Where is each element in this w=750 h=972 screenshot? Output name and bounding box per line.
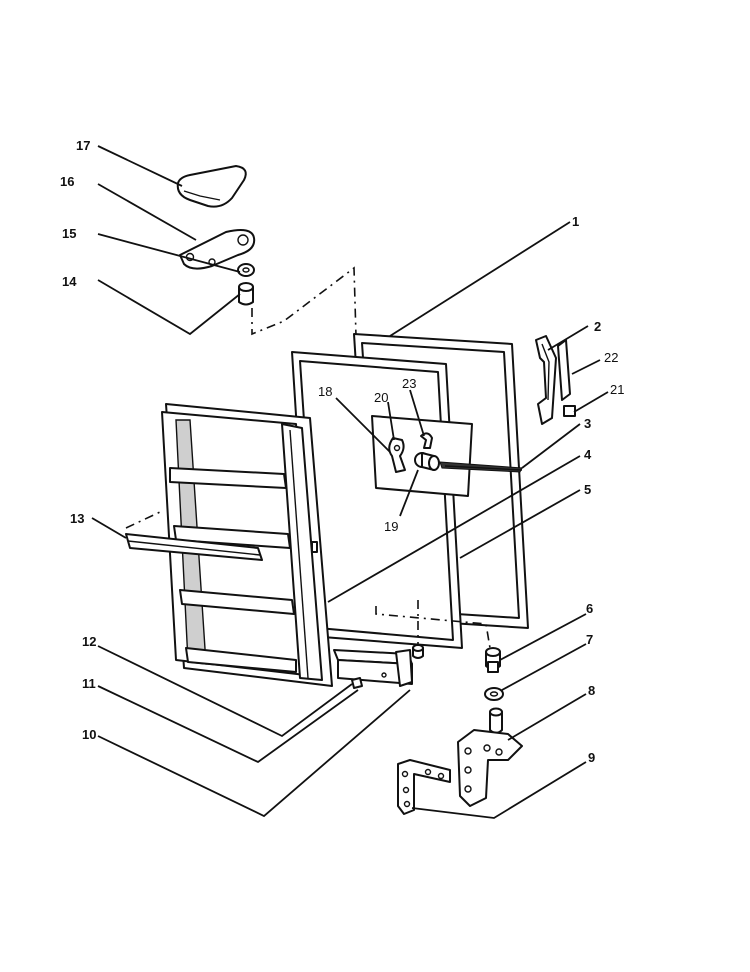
part-7-hinge-washer <box>484 687 504 701</box>
callout-14: 14 <box>62 274 77 289</box>
callout-18: 18 <box>318 384 332 399</box>
part-19-latch-roller <box>414 452 440 471</box>
part-16-upper-hinge-plate <box>179 229 256 270</box>
callout-17: 17 <box>76 138 90 153</box>
callout-20: 20 <box>374 390 388 405</box>
callout-7: 7 <box>586 632 593 647</box>
callout-19: 19 <box>384 519 398 534</box>
part-11-screw <box>351 677 363 689</box>
part-20-latch-lever <box>388 437 406 473</box>
part-8-lower-hinge <box>457 707 523 807</box>
callout-1: 1 <box>572 214 579 229</box>
part-2-door-handle <box>535 335 557 425</box>
callout-23: 23 <box>402 376 416 391</box>
callout-8: 8 <box>588 683 595 698</box>
callout-5: 5 <box>584 482 591 497</box>
callout-11: 11 <box>82 676 96 691</box>
callout-4: 4 <box>584 447 592 462</box>
callout-13: 13 <box>70 511 84 526</box>
callout-21: 21 <box>610 382 624 397</box>
callout-22: 22 <box>604 350 618 365</box>
part-22-handle-trim <box>557 339 571 401</box>
callout-9: 9 <box>588 750 595 765</box>
callout-2: 2 <box>594 319 601 334</box>
part-10-bottom-rail <box>333 649 413 687</box>
lower-bushing <box>412 644 424 659</box>
leader-lines <box>91 145 609 819</box>
callout-16: 16 <box>60 174 74 189</box>
part-17-hinge-cover <box>176 165 247 208</box>
part-21-handle-screw-cover <box>563 405 576 417</box>
part-13-door-shelf-bar <box>125 511 263 561</box>
callout-12: 12 <box>82 634 96 649</box>
callout-6: 6 <box>586 601 593 616</box>
part-9-hinge-bracket <box>397 759 451 815</box>
part-14-bushing <box>238 282 254 306</box>
callout-10: 10 <box>82 727 96 742</box>
callout-3: 3 <box>584 416 591 431</box>
part-15-washer <box>237 263 255 277</box>
part-6-hinge-pin-bushing <box>485 647 501 673</box>
callout-labels: 17 16 15 14 1 2 22 21 3 4 5 18 20 23 19 … <box>60 138 624 765</box>
callout-15: 15 <box>62 226 76 241</box>
